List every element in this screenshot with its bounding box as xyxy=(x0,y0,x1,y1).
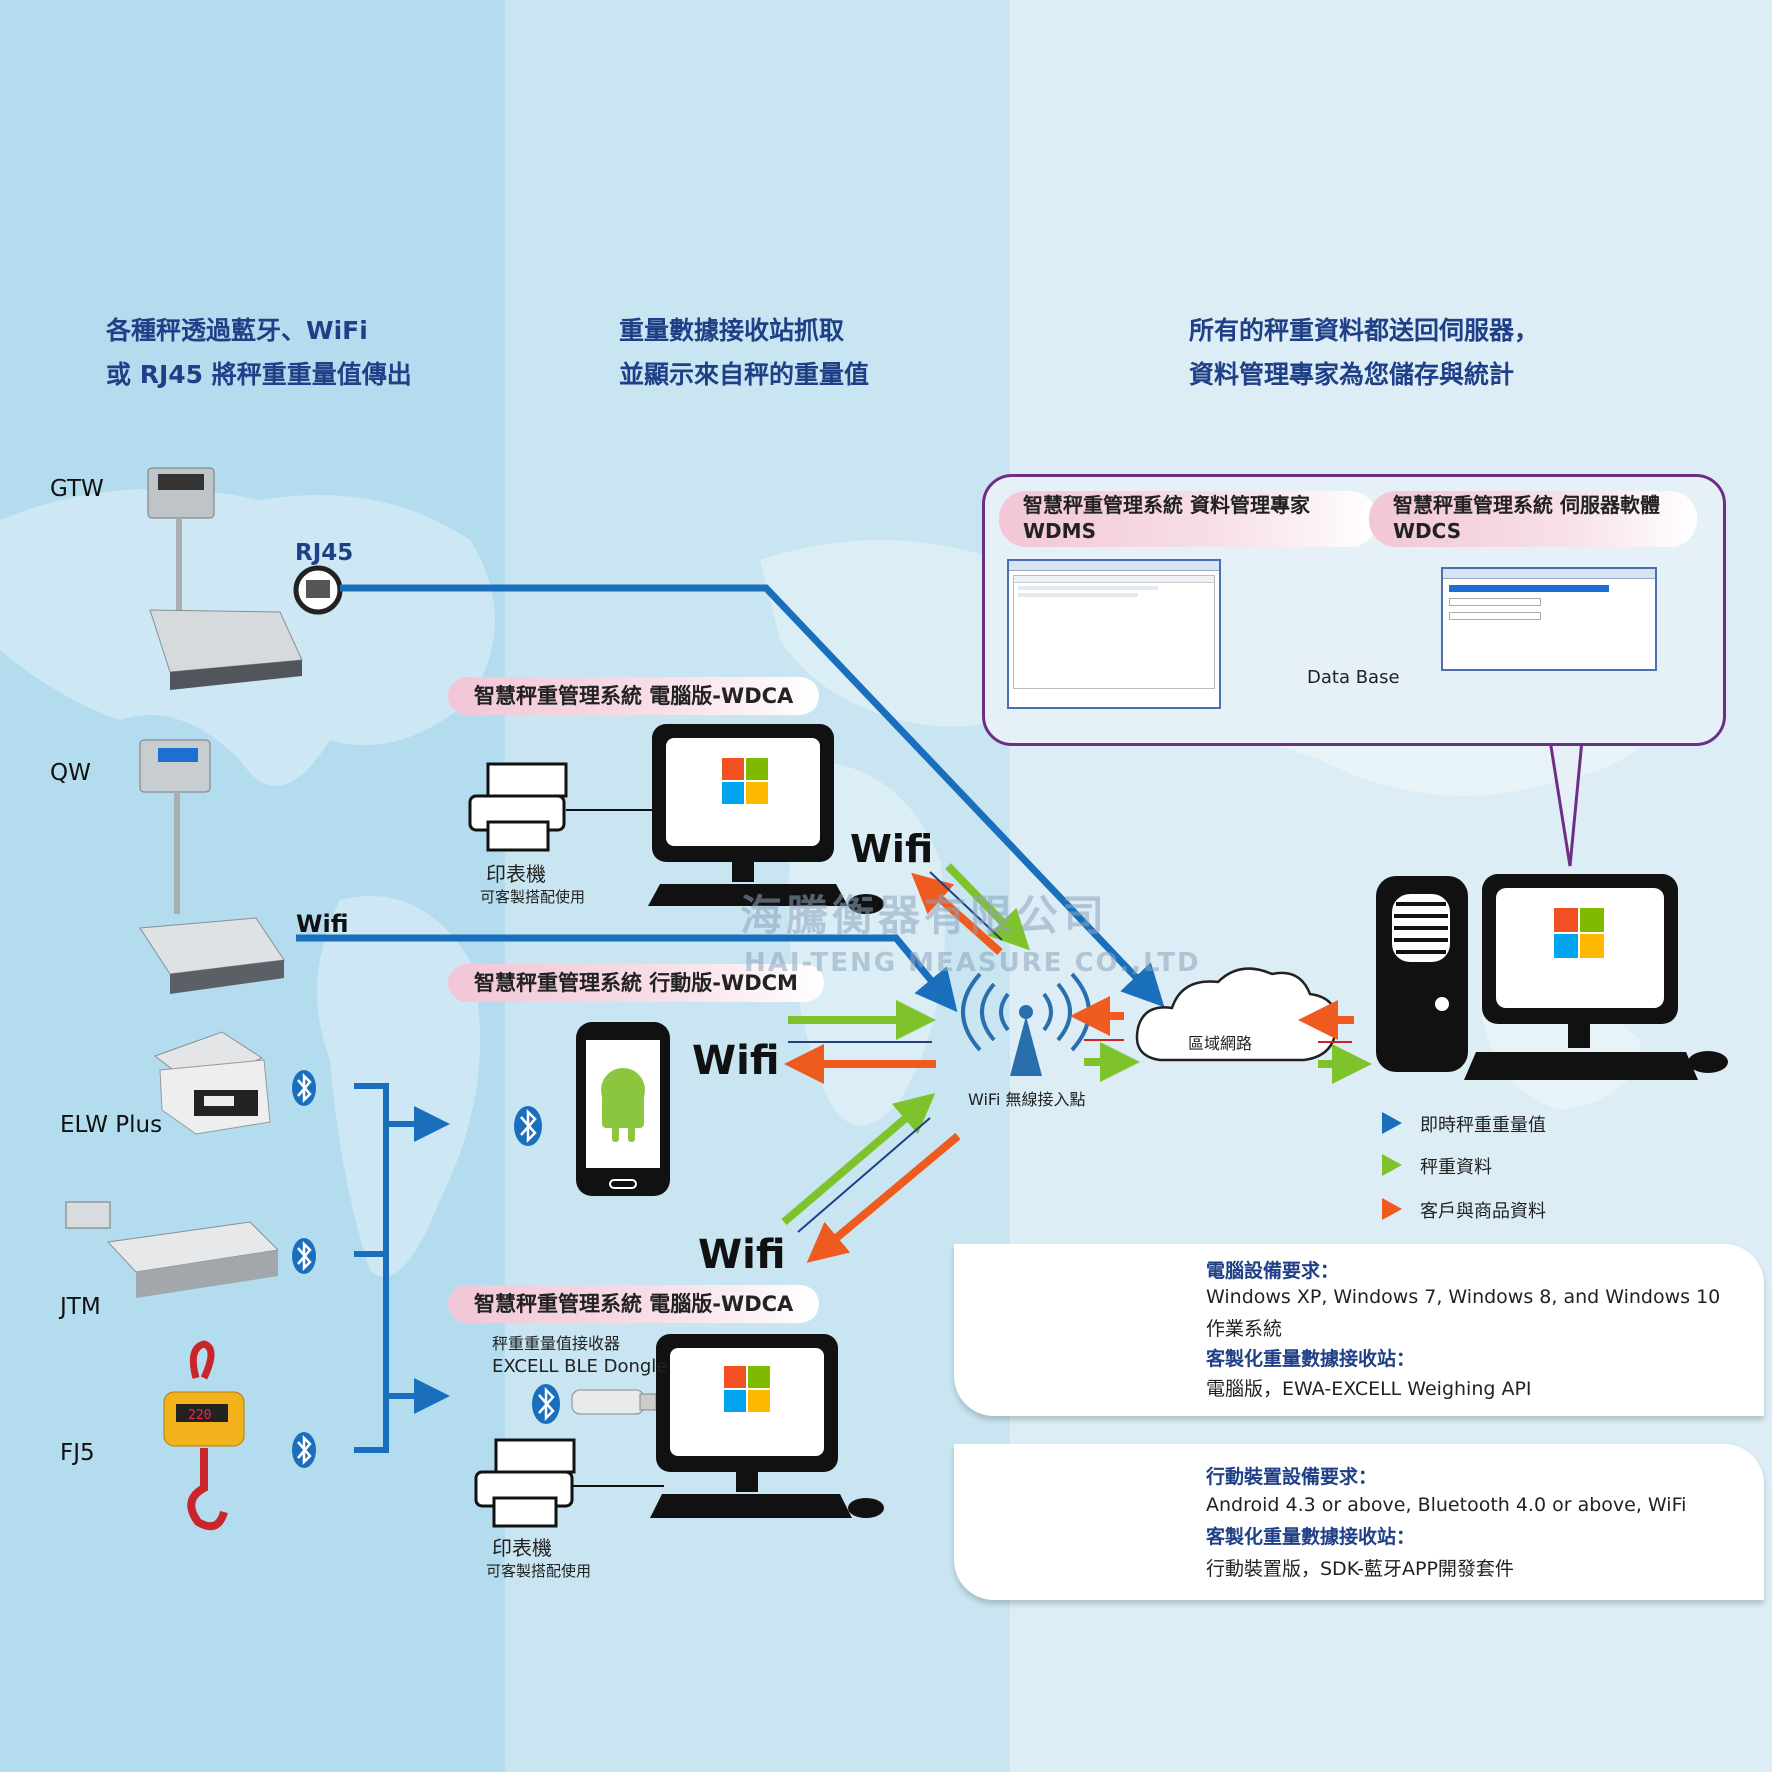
pc-req-title: 電腦設備要求： xyxy=(1206,1260,1340,1282)
printer-icon xyxy=(474,1438,576,1528)
svg-text:220: 220 xyxy=(188,1408,211,1423)
scale-label-fj5: FJ5 xyxy=(60,1440,95,1466)
printer-note-bottom: 可客製搭配使用 xyxy=(486,1562,592,1580)
wdms-label-line1: 智慧秤重管理系統 資料管理專家 xyxy=(1023,493,1310,517)
scale-label-elw-plus: ELW Plus xyxy=(60,1112,163,1138)
lan-label: 區域網路 xyxy=(1188,1034,1253,1053)
printer-icon xyxy=(468,762,568,852)
mobile-req-station: 行動裝置版，SDK-藍牙APP開發套件 xyxy=(1206,1558,1514,1580)
wdms-label: 智慧秤重管理系統 資料管理專家 WDMS xyxy=(999,491,1377,547)
wdca-bottom-label: 智慧秤重管理系統 電腦版-WDCA xyxy=(448,1285,820,1323)
pc-req-station: 電腦版，EWA-EXCELL Weighing API xyxy=(1206,1378,1532,1400)
wdms-screenshot-thumbnail xyxy=(1007,559,1221,709)
jtm-scale-icon xyxy=(65,1201,280,1298)
server-tower-icon xyxy=(1376,876,1468,1072)
pc-req-os: Windows XP, Windows 7, Windows 8, and Wi… xyxy=(1206,1286,1721,1308)
desktop-pc-icon xyxy=(650,1334,884,1518)
dongle-label-line2: EXCELL BLE Dongle xyxy=(492,1356,668,1377)
legend-label-realtime: 即時秤重重量值 xyxy=(1420,1115,1546,1136)
wdcs-screenshot-thumbnail xyxy=(1441,567,1657,671)
server-software-panel: 智慧秤重管理系統 資料管理專家 WDMS 智慧秤重管理系統 伺服器軟體 WDCS… xyxy=(982,474,1726,746)
printer-note-top: 可客製搭配使用 xyxy=(480,888,586,906)
svg-text:Wifi: Wifi xyxy=(698,1232,785,1278)
qw-scale-icon xyxy=(139,739,285,994)
header-right-line1: 所有的秤重資料都送回伺服器， xyxy=(1189,316,1540,345)
header-mid-line1: 重量數據接收站抓取 xyxy=(619,316,845,345)
svg-text:Wifi: Wifi xyxy=(692,1038,779,1084)
header-right-line2: 資料管理專家為您儲存與統計 xyxy=(1189,360,1515,389)
database-label: Data Base xyxy=(1307,667,1400,688)
elw-plus-scale-icon xyxy=(153,1031,271,1135)
mobile-requirements-box: 行動裝置設備要求： Android 4.3 or above, Bluetoot… xyxy=(954,1444,1764,1600)
pc-req-station-title: 客製化重量數據接收站： xyxy=(1206,1348,1416,1370)
wifi-access-point-icon xyxy=(961,972,1091,1076)
wdcs-label: 智慧秤重管理系統 伺服器軟體 WDCS xyxy=(1369,491,1697,547)
wdms-label-line2: WDMS xyxy=(1023,519,1096,543)
wifi-logo-icon: Wifi Wifi Wifi Wifi xyxy=(296,827,933,1278)
watermark-company-cn: 海騰衡器有限公司 xyxy=(740,891,1109,940)
legend-label-customer-data: 客戶與商品資料 xyxy=(1420,1201,1546,1222)
svg-text:Wifi: Wifi xyxy=(296,910,349,938)
legend-marker-blue xyxy=(1382,1112,1402,1134)
pc-requirements-box: 電腦設備要求： Windows XP, Windows 7, Windows 8… xyxy=(954,1244,1764,1416)
mobile-req-title: 行動裝置設備要求： xyxy=(1206,1466,1378,1488)
scale-label-jtm: JTM xyxy=(60,1294,101,1320)
svg-text:Wifi: Wifi xyxy=(850,827,933,871)
bluetooth-icon xyxy=(292,1070,560,1468)
ble-dongle-icon xyxy=(571,1389,657,1415)
header-mid-line2: 並顯示來自秤的重量值 xyxy=(619,360,870,389)
scale-label-qw: QW xyxy=(50,760,91,786)
rj45-port-icon xyxy=(293,565,343,615)
gtw-scale-icon xyxy=(147,467,303,690)
wdcm-label: 智慧秤重管理系統 行動版-WDCM xyxy=(448,964,824,1002)
wdca-top-label: 智慧秤重管理系統 電腦版-WDCA xyxy=(448,677,820,715)
header-left-line2: 或 RJ45 將秤重重量值傳出 xyxy=(106,360,412,389)
printer-label-top: 印表機 xyxy=(486,862,546,886)
mobile-req-station-title: 客製化重量數據接收站： xyxy=(1206,1526,1416,1548)
wdcs-label-line2: WDCS xyxy=(1393,519,1462,543)
pc-req-os-note: 作業系統 xyxy=(1206,1318,1283,1340)
scale-label-gtw: GTW xyxy=(50,476,104,502)
desktop-pc-icon xyxy=(648,724,884,914)
android-phone-icon xyxy=(576,1022,670,1196)
legend-marker-orange xyxy=(1382,1198,1402,1220)
fj5-crane-scale-icon: 220 xyxy=(163,1340,245,1531)
left-column-bg xyxy=(0,0,505,1772)
wdcs-label-line1: 智慧秤重管理系統 伺服器軟體 xyxy=(1393,493,1660,517)
legend-marker-green xyxy=(1382,1154,1402,1176)
server-monitor-icon xyxy=(1464,874,1728,1080)
watermark-company-en: HAI-TENG MEASURE CO.,LTD xyxy=(744,948,1201,978)
printer-label-bottom: 印表機 xyxy=(492,1536,552,1560)
rj45-label: RJ45 xyxy=(295,540,354,566)
dongle-label-line1: 秤重重量值接收器 xyxy=(492,1334,621,1353)
header-left-line1: 各種秤透過藍牙、WiFi xyxy=(106,316,368,345)
wifi-ap-label: WiFi 無線接入點 xyxy=(968,1090,1086,1109)
mobile-req-specs: Android 4.3 or above, Bluetooth 4.0 or a… xyxy=(1206,1494,1687,1516)
legend-label-weighing-data: 秤重資料 xyxy=(1420,1157,1492,1178)
